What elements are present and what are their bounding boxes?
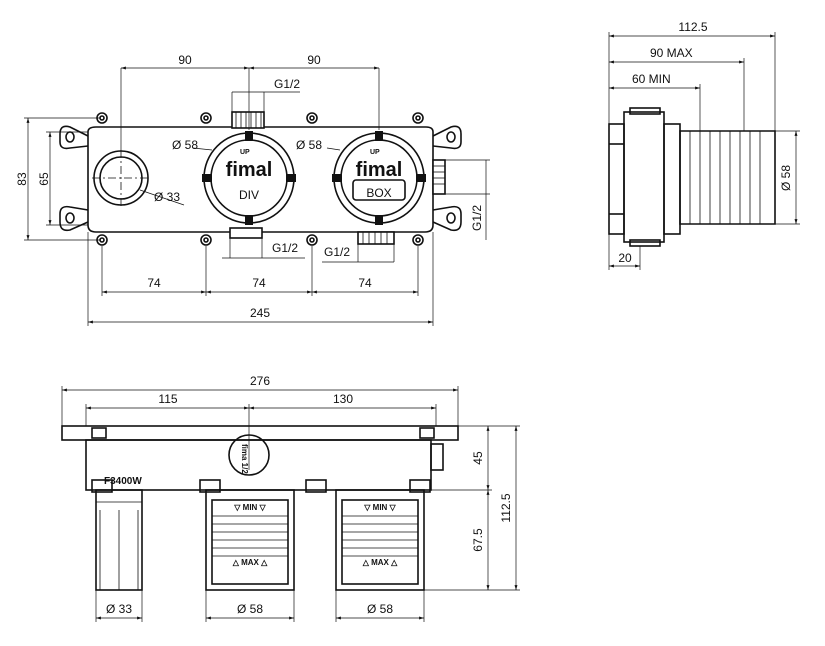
dim-65: 65 [37,172,51,186]
dia-small-port: Ø 33 [154,190,180,204]
side-dia: Ø 58 [779,165,793,191]
top-dim-130: 130 [333,392,353,406]
box-up-arrow: UP [370,149,380,156]
box-word: BOX [366,186,391,200]
thread-right-side: G1/2 [470,205,484,231]
right-connection [432,159,446,195]
thread-bottom-right: G1/2 [324,245,350,259]
front-view: UP fimal DIV UP fimal BOX 90 90 G1/2 [15,53,490,326]
top-stamp: fima 1/2 [240,444,249,474]
front-body [87,126,434,233]
side-flange [608,123,625,235]
side-dim-base: 20 [618,251,632,265]
side-dim-min: 60 MIN [632,72,671,86]
top-dim-45: 45 [471,451,485,465]
lug-top-right [432,125,462,150]
top-dim-67: 67.5 [471,528,485,552]
bottom-right-connection [357,231,395,245]
bottom-left-connection [229,227,263,239]
max-label-left: △ MAX △ [232,558,268,567]
thread-bottom-left: G1/2 [272,241,298,255]
top-view: fima 1/2 F3400W ▽ MIN ▽ △ MAX △ ▽ MIN ▽ … [61,374,520,622]
box-brand: fimal [356,159,403,181]
min-label-right: ▽ MIN ▽ [363,503,396,512]
div-up-arrow: UP [240,149,250,156]
div-port: UP fimal DIV [202,131,296,225]
cylinder-58-left [205,489,295,591]
model-number: F3400W [104,476,142,487]
top-dim-115: 115 [158,392,177,406]
dim-74-2: 74 [252,276,266,290]
lug-bottom-right [432,205,462,232]
box-port: UP fimal BOX [332,131,426,225]
side-body [623,111,665,243]
dim-90-right: 90 [307,53,321,67]
top-connection [231,111,265,129]
side-cartridge [679,130,776,225]
top-dia-58-right: Ø 58 [367,602,393,616]
top-dim-276: 276 [250,374,270,388]
dia-right-port: Ø 58 [296,138,322,152]
dim-90-left: 90 [178,53,192,67]
min-label-left: ▽ MIN ▽ [233,503,266,512]
cylinder-58-right [335,489,425,591]
dim-83: 83 [15,172,29,186]
lug-top-left [59,125,89,150]
max-label-right: △ MAX △ [362,558,398,567]
top-dia-58-left: Ø 58 [237,602,263,616]
side-ribs [689,131,761,224]
top-dia-33: Ø 33 [106,602,132,616]
div-word: DIV [239,188,259,202]
dim-74-3: 74 [358,276,372,290]
lug-bottom-left [59,205,89,232]
side-dim-total: 112.5 [678,20,707,34]
dim-245: 245 [250,306,270,320]
side-dim-max: 90 MAX [650,46,693,60]
side-view: 112.5 90 MAX 60 MIN Ø 58 20 [608,20,800,270]
thread-top: G1/2 [274,77,300,91]
top-dim-112: 112.5 [499,493,513,522]
div-brand: fimal [226,159,273,181]
dim-74-1: 74 [147,276,161,290]
dia-left-port: Ø 58 [172,138,198,152]
